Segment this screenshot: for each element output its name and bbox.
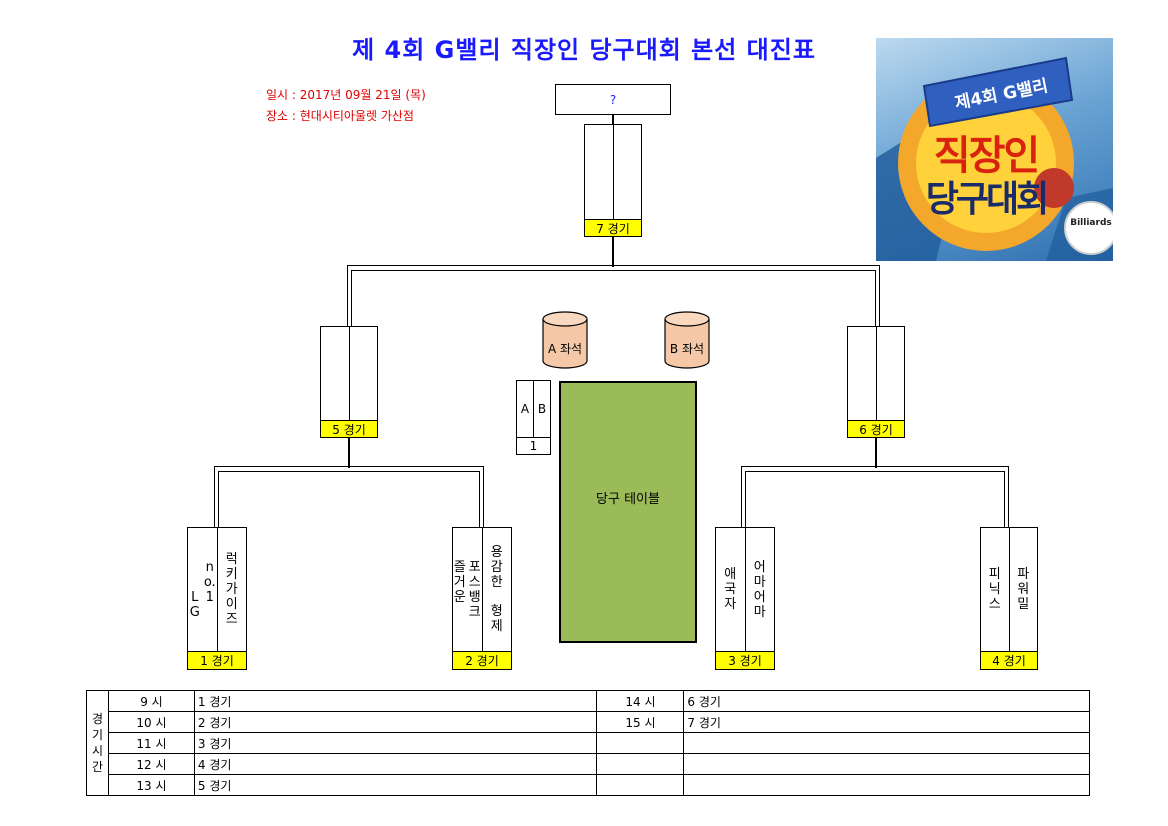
team-text: 형제 [490, 604, 503, 634]
time-cell: 10 시 [107, 711, 195, 733]
team-text: 용감한 [490, 545, 503, 590]
team-text: 어마어마 [753, 559, 766, 620]
side-label-text: 경기시간 [91, 712, 103, 774]
bracket-connector-top [347, 265, 880, 327]
poster-graphic [876, 56, 1113, 261]
team-eomaeoma: 어마어마 [745, 527, 775, 652]
semi-right-slot [847, 326, 905, 421]
match-2-slot: 포스뱅크 즐거운 용감한 형제 [452, 527, 512, 652]
bracket-connector-left [214, 466, 484, 528]
bracket-line [348, 438, 350, 468]
table-row: 11 시 3 경기 [87, 732, 1090, 754]
poster-line1: 직장인 [933, 133, 1040, 179]
match-1-label: 1 경기 [187, 651, 247, 670]
billiard-table: 당구 테이블 [559, 381, 697, 643]
team-text: 럭키 가이즈 [225, 552, 238, 627]
team-brave-brothers: 용감한 형제 [482, 527, 512, 652]
winner-box: ? [555, 84, 671, 115]
table-row: 13 시 5 경기 [87, 774, 1090, 796]
team-lg-no1: no.1 LG [187, 527, 218, 652]
time-cell [596, 732, 685, 754]
match-2-label: 2 경기 [452, 651, 512, 670]
schedule-side-label: 경기시간 [86, 690, 109, 796]
team-powermill: 파워밀 [1009, 527, 1038, 652]
match-cell [683, 774, 1090, 796]
match-4-slot: 피닉스 파워밀 [980, 527, 1038, 652]
semi-right-slot-right [876, 326, 905, 421]
match-cell: 1 경기 [193, 690, 598, 712]
table-row: 12 시 4 경기 [87, 753, 1090, 775]
final-slot-right [613, 124, 642, 220]
bracket-line [875, 438, 877, 468]
semi-left-slot-right [349, 326, 378, 421]
table-row: 경기시간 9 시 1 경기 14 시 6 경기 [86, 690, 1090, 796]
match-cell: 2 경기 [193, 711, 598, 733]
seat-b-icon [664, 311, 710, 369]
team-lucky-guys: 럭키 가이즈 [217, 527, 247, 652]
semi-left-slot [320, 326, 378, 421]
match-cell [683, 732, 1090, 754]
bracket-connector-left-inner [218, 471, 480, 528]
team-phoenix: 피닉스 [980, 527, 1010, 652]
bracket-line [612, 115, 614, 125]
match-cell: 6 경기 [683, 690, 1090, 712]
match-cell [683, 753, 1090, 775]
team-text: no.1 [203, 559, 216, 605]
match-cell: 4 경기 [193, 753, 598, 775]
team-patriot: 애국자 [715, 527, 746, 652]
bracket-connector-right [741, 466, 1009, 528]
bracket-connector-top-inner [351, 270, 876, 327]
match-cell: 7 경기 [683, 711, 1090, 733]
winner-text: ? [609, 92, 617, 107]
event-venue: 장소 : 현대시티아울렛 가산점 [266, 109, 414, 123]
page-title: 제 4회 G밸리 직장인 당구대회 본선 대진표 [352, 36, 816, 64]
final-slot-left [584, 124, 614, 220]
team-posbank: 포스뱅크 즐거운 [452, 527, 483, 652]
time-cell [596, 774, 685, 796]
match-6-label: 6 경기 [847, 420, 905, 438]
team-text: 즐거운 [453, 559, 466, 605]
time-cell [596, 753, 685, 775]
match-3-slot: 애국자 어마어마 [715, 527, 775, 652]
time-cell: 11 시 [107, 732, 195, 754]
time-cell: 13 시 [107, 774, 195, 796]
team-text: LG [189, 589, 200, 620]
seat-a-icon [542, 311, 588, 369]
time-cell: 14 시 [596, 690, 685, 712]
schedule-table: 경기시간 9 시 1 경기 14 시 6 경기 10 시 2 경기 15 시 7… [86, 690, 1090, 796]
team-text: 피닉스 [988, 567, 1001, 612]
time-cell: 12 시 [107, 753, 195, 775]
poster-ball-text: Billiards [1070, 218, 1112, 228]
legend-a: A [516, 380, 534, 438]
event-poster: 제4회 G밸리 직장인 당구대회 Billiards [876, 38, 1113, 261]
team-text: 애국자 [724, 567, 737, 612]
match-3-label: 3 경기 [715, 651, 775, 670]
bracket-connector-right-inner [745, 471, 1005, 528]
legend-num: 1 [516, 437, 551, 455]
event-date: 일시 : 2017년 09월 21일 (목) [266, 88, 426, 102]
match-cell: 5 경기 [193, 774, 598, 796]
seat-a-label: A 좌석 [547, 342, 583, 356]
match-4-label: 4 경기 [980, 651, 1038, 670]
match-7-label: 7 경기 [584, 219, 642, 237]
seat-b-label: B 좌석 [669, 342, 705, 356]
table-row: 10 시 2 경기 15 시 7 경기 [87, 711, 1090, 733]
final-slot [584, 124, 642, 220]
bracket-line [612, 237, 614, 267]
billiard-table-label: 당구 테이블 [596, 491, 660, 507]
match-1-slot: no.1 LG 럭키 가이즈 [187, 527, 247, 652]
semi-left-slot-left [320, 326, 350, 421]
match-cell: 3 경기 [193, 732, 598, 754]
time-cell: 9 시 [107, 690, 195, 712]
semi-right-slot-left [847, 326, 877, 421]
legend-b: B [533, 380, 551, 438]
team-text: 파워밀 [1017, 567, 1030, 612]
poster-line2: 당구대회 [925, 179, 1049, 220]
time-cell: 15 시 [596, 711, 685, 733]
team-text: 포스뱅크 [468, 559, 481, 620]
match-5-label: 5 경기 [320, 420, 378, 438]
